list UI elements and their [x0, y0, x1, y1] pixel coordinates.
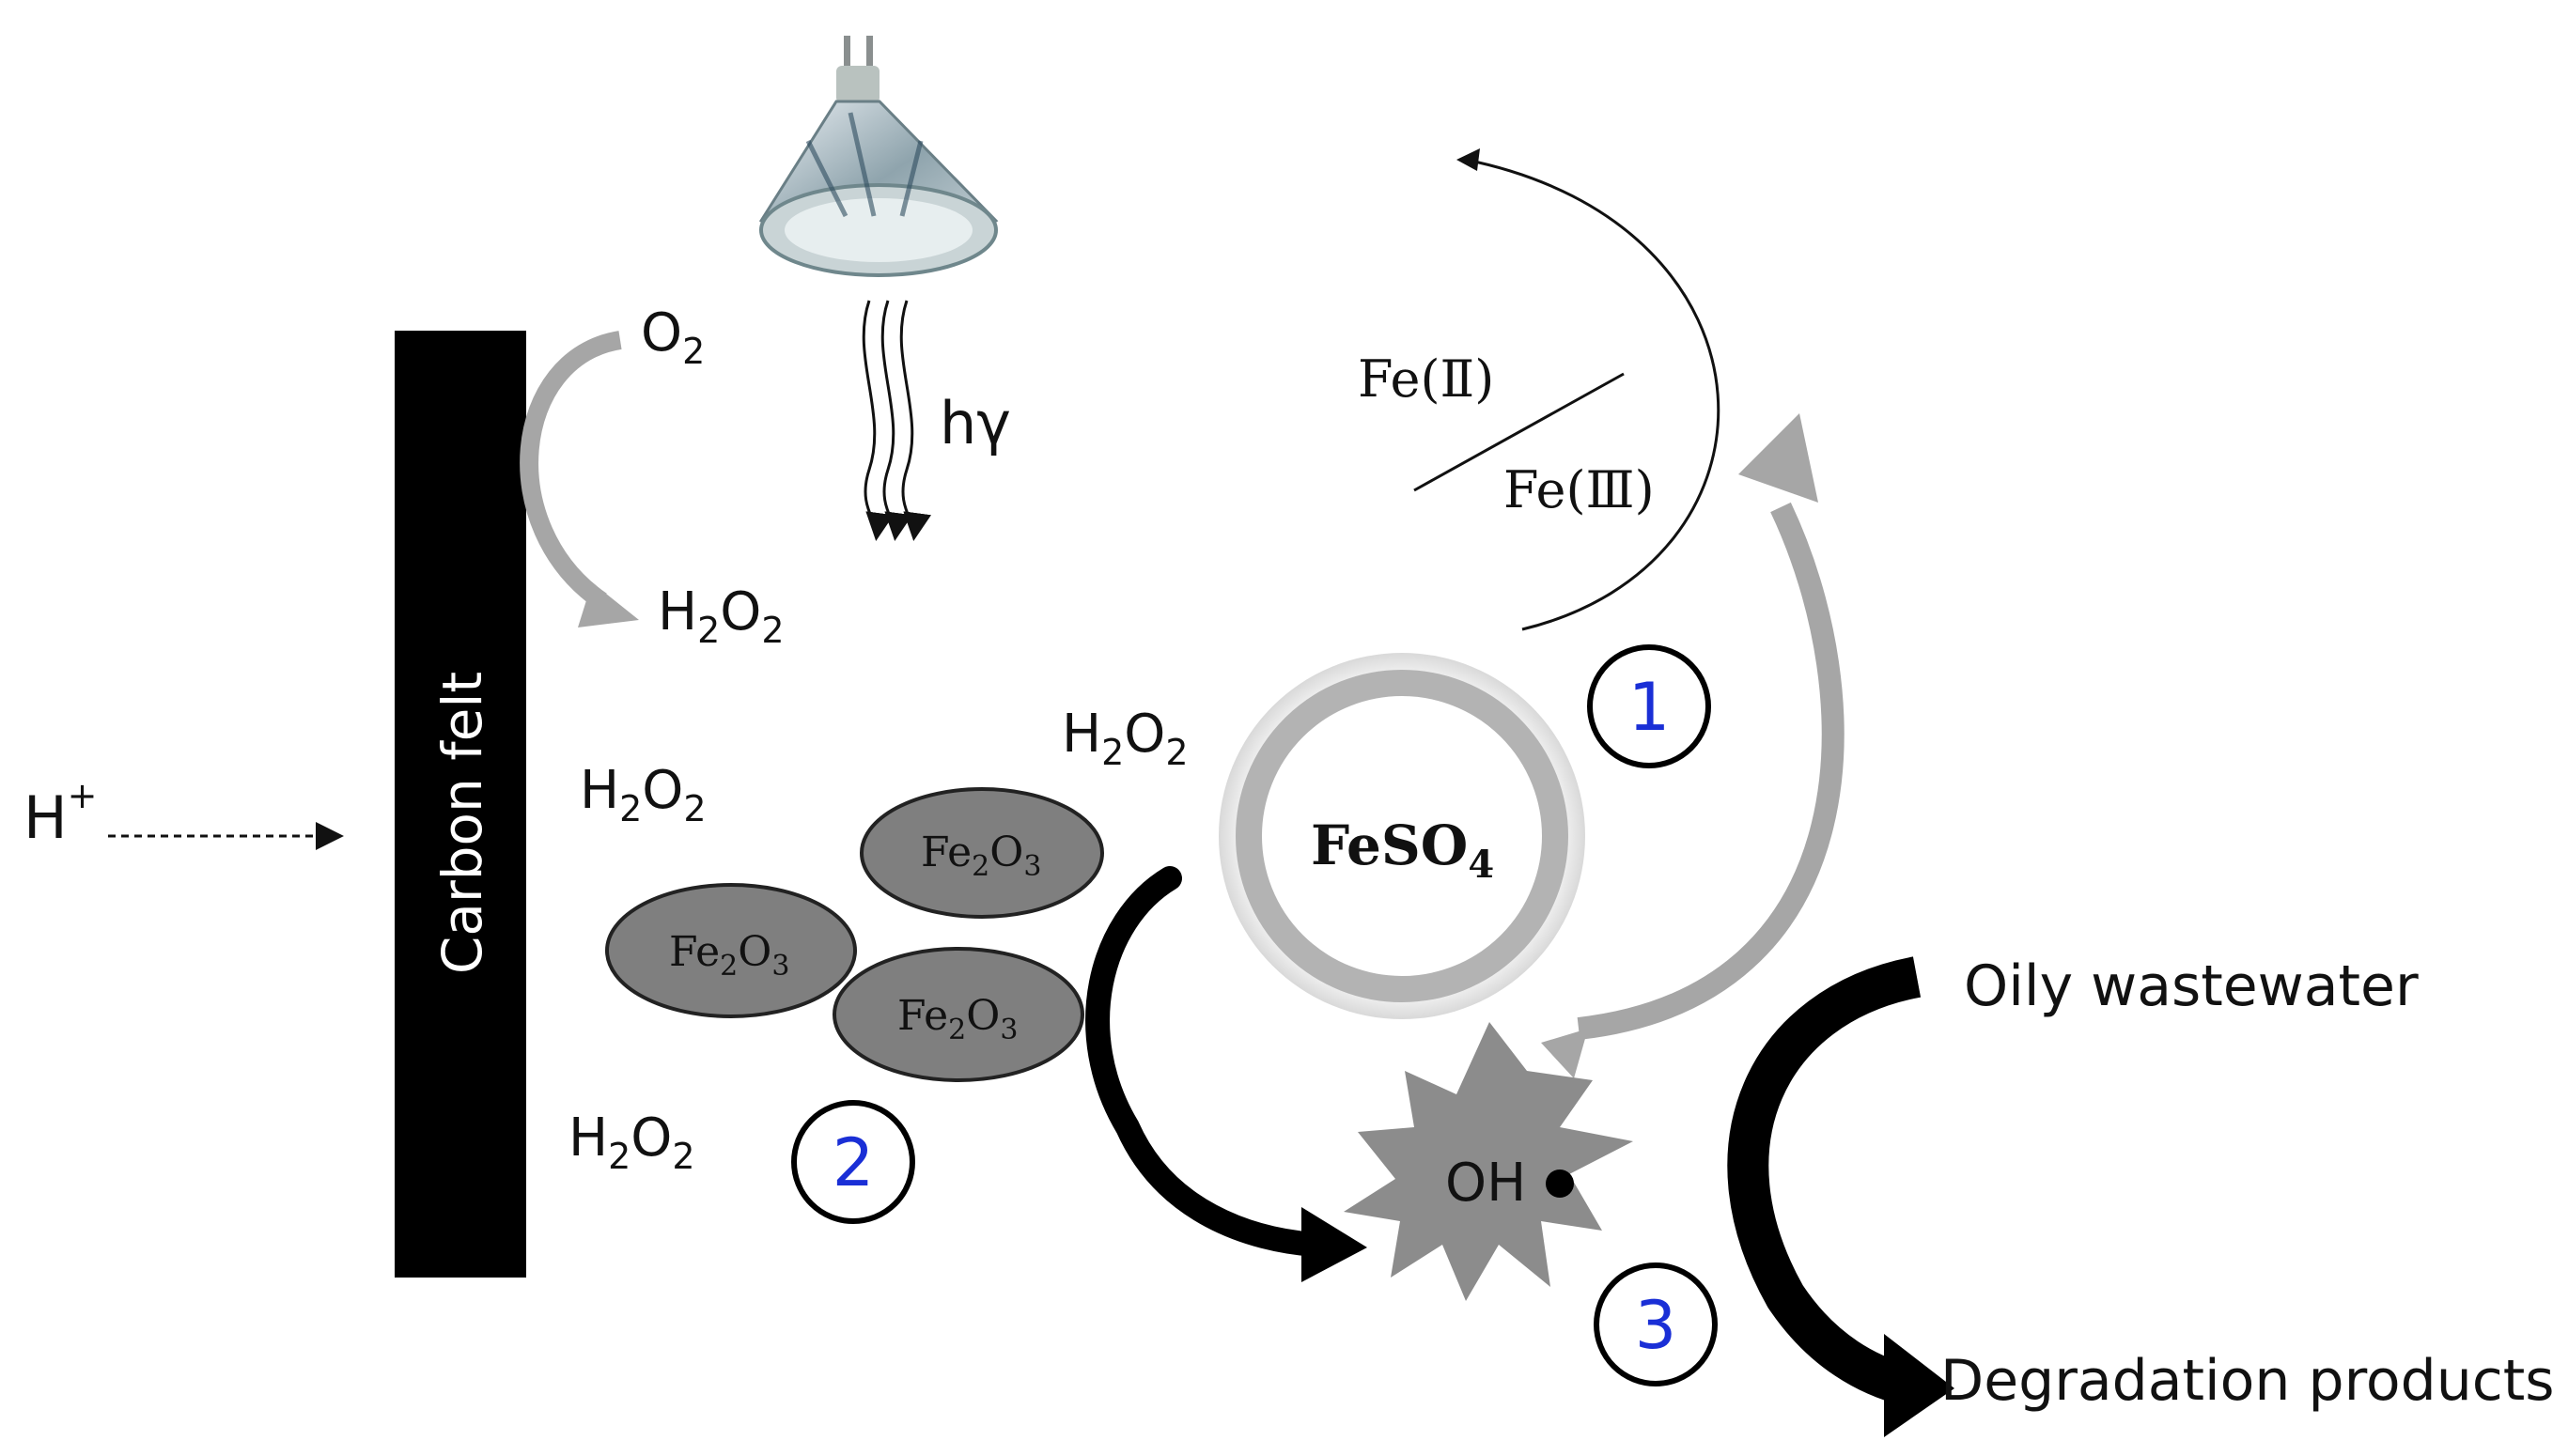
proton-label: H+: [23, 775, 97, 852]
redox-divider: [1413, 372, 1625, 492]
step-3-number: 3: [1635, 1287, 1677, 1364]
degradation-arrow: [1727, 956, 1922, 1406]
fe2o3-particle-left: Fe2O3: [605, 883, 857, 1018]
heterogeneous-fenton-arrowhead: [1301, 1207, 1367, 1282]
degradation-arrowhead: [1884, 1334, 1954, 1437]
radical-regeneration-arrow: [1577, 502, 1845, 1040]
radical-regeneration-tail: [1541, 1029, 1588, 1078]
peroxide-label-middle: H2O2: [580, 760, 707, 829]
light-energy-label: hγ: [940, 389, 1011, 457]
oxygen-reduction-arrowhead: [578, 582, 639, 627]
degradation-products-label: Degradation products: [1940, 1348, 2553, 1414]
light-rays: [862, 300, 932, 541]
feso4-ring-band: [1236, 670, 1568, 1002]
iron-redox-cycle-arc: [1465, 158, 1720, 631]
oxygen-label: O2: [641, 302, 705, 372]
radical-dot: [1546, 1169, 1574, 1198]
fe2o3-particle-right: Fe2O3: [833, 947, 1084, 1082]
oxygen-reduction-arrow: [520, 331, 622, 610]
feso4-label: FeSO4: [1311, 813, 1494, 887]
carbon-felt-electrode: [395, 331, 526, 1278]
step-3-marker: [1594, 1262, 1718, 1386]
lamp-icon: [758, 36, 999, 277]
peroxide-label-top: H2O2: [658, 581, 785, 651]
step-2-marker: [791, 1100, 915, 1224]
hydroxyl-radical-burst: [1344, 1022, 1633, 1301]
peroxide-label-ring: H2O2: [1062, 704, 1189, 773]
fe2o3-particle-top: Fe2O3: [860, 787, 1104, 919]
svg-text:Fe2O3: Fe2O3: [669, 928, 789, 983]
hydroxyl-radical-label: OH: [1445, 1153, 1526, 1214]
fe2-label: Fe(Ⅱ): [1358, 349, 1494, 409]
carbon-felt-label: Carbon felt: [430, 672, 494, 974]
peroxide-label-bottom: H2O2: [568, 1107, 695, 1177]
svg-text:Fe2O3: Fe2O3: [897, 992, 1018, 1046]
feso4-ring: [1219, 653, 1585, 1019]
step-1-number: 1: [1628, 669, 1671, 746]
proton-symbol: H: [23, 783, 68, 852]
step-1-marker: [1587, 644, 1711, 768]
fe3-label: Fe(Ⅲ): [1503, 460, 1655, 519]
radical-regeneration-arrowhead: [1738, 413, 1818, 503]
iron-redox-cycle-arrowhead: [1456, 148, 1480, 171]
svg-text:Fe2O3: Fe2O3: [921, 829, 1041, 883]
oily-wastewater-label: Oily wastewater: [1964, 953, 2419, 1019]
heterogeneous-fenton-arrow: [1085, 866, 1328, 1257]
step-2-number: 2: [833, 1124, 875, 1201]
proton-charge: +: [68, 775, 98, 816]
